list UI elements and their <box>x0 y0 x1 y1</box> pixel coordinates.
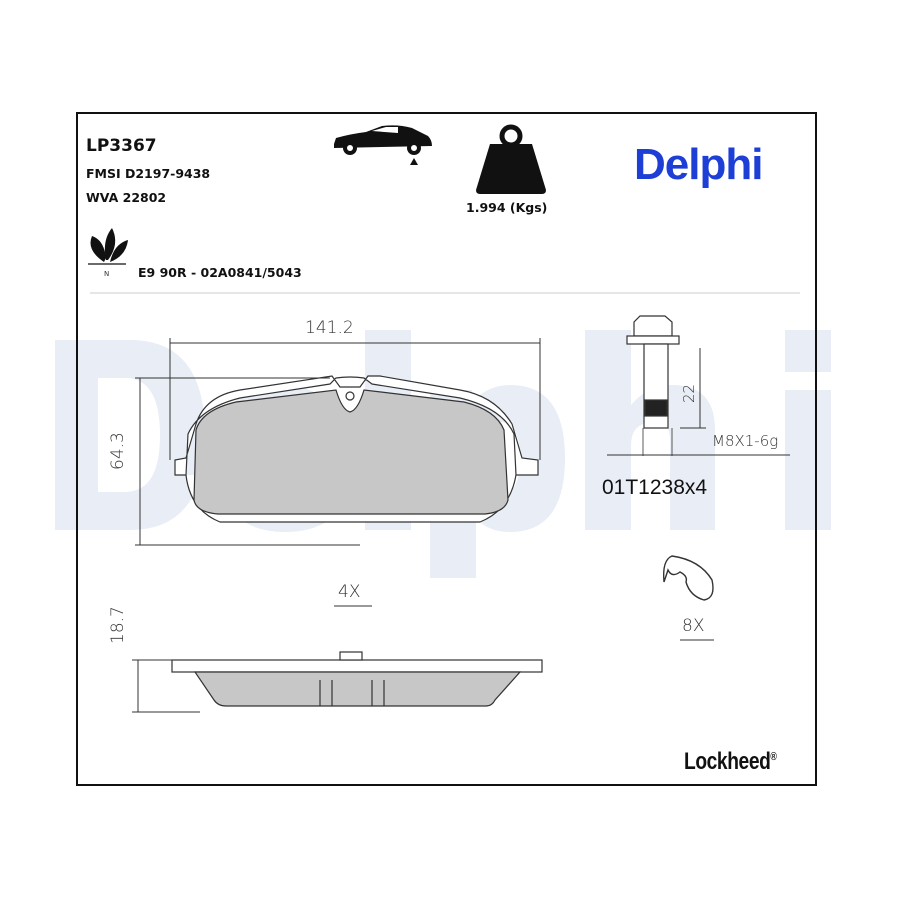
wva-number: WVA 22802 <box>86 190 167 205</box>
bolt-part-number: 01T1238x4 <box>602 476 708 499</box>
brake-pad-front-view <box>174 375 539 523</box>
watermark-letter-i-stem <box>785 390 831 530</box>
watermark-letter-d <box>55 340 205 530</box>
thickness-dim-label: 18.7 <box>108 606 128 644</box>
weight-icon <box>476 124 546 194</box>
car-axle-icon <box>334 125 432 165</box>
lockheed-logo: Lockheed® <box>684 748 777 776</box>
watermark-letter-i-dot <box>785 330 831 372</box>
approval-number: E9 90R - 02A0841/5043 <box>138 265 302 280</box>
pad-qty-label: 4X <box>338 582 361 602</box>
product-code: LP3367 <box>86 136 157 156</box>
eco-mark-label: N <box>104 270 109 278</box>
width-dimension <box>135 338 541 546</box>
weight-label: 1.994 (Kgs) <box>466 200 548 215</box>
fmsi-number: FMSI D2197-9438 <box>86 166 211 181</box>
bolt-length-label: 22 <box>680 383 698 403</box>
watermark-letter-h <box>585 330 715 530</box>
registered-mark: ® <box>770 751 777 763</box>
width-dim-label: 141.2 <box>305 318 354 338</box>
brake-pad-side-view <box>132 651 543 713</box>
clip-qty-label: 8X <box>682 616 705 636</box>
bolt-drawing <box>607 315 790 456</box>
spec-sheet-frame <box>76 112 817 786</box>
lockheed-text: Lockheed <box>684 748 771 775</box>
delphi-logo: Delphi <box>634 140 763 189</box>
height-dim-label: 64.3 <box>108 432 128 470</box>
bolt-thread-label: M8X1-6g <box>712 432 779 450</box>
clip-drawing <box>662 555 714 601</box>
eco-leaf-icon: N <box>88 228 128 278</box>
